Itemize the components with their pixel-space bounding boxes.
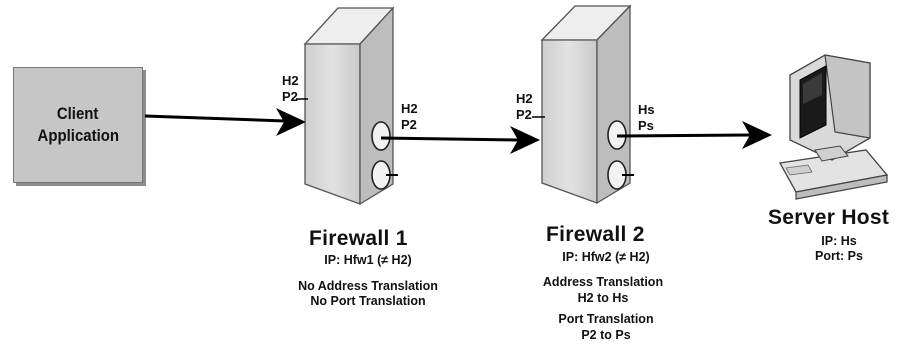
arrowhead-3 [742,121,772,149]
firewall-2-out-port: Ps [638,118,654,133]
firewall-1-out-port: P2 [401,117,417,132]
arrow-client-to-firewall-1 [144,114,286,123]
arrowhead-2 [510,126,540,154]
connection-arrows [144,98,772,154]
firewall-2-tower [540,4,634,205]
client-label-line2: Application [37,126,119,145]
firewall-2-ip: IP: Hfw2 (≠ H2) [562,250,650,264]
client-application-box: Client Application [13,67,143,183]
firewall-2-title: Firewall 2 [546,223,645,246]
firewall-2-out-host: Hs [638,102,655,117]
firewall-2-in-host: H2 [516,91,533,106]
firewall-2-note-1: Address Translation [542,275,664,289]
firewall-2-in-port: P2 [516,107,532,122]
firewall-1-tower [303,6,398,206]
firewall-1-title: Firewall 1 [309,227,408,250]
server-title: Server Host [768,206,890,229]
firewall-1-in-host: H2 [282,73,299,88]
firewall-2-note-4: P2 to Ps [581,328,631,342]
firewall-2-note-2: H2 to Hs [577,291,629,305]
firewall-1-ip: IP: Hfw1 (≠ H2) [324,253,412,267]
server-ip: IP: Hs [821,234,857,248]
firewall-1-note-port: No Port Translation [310,294,426,308]
arrowhead-1 [276,108,306,136]
arrow-firewall-1-to-firewall-2 [380,136,519,142]
arrow-firewall-2-to-server [616,133,751,138]
server-port: Port: Ps [815,249,863,263]
firewall-1-note-address: No Address Translation [298,279,438,293]
firewall-2-note-3: Port Translation [558,312,654,326]
firewall-1-out-host: H2 [401,101,418,116]
client-label-line1: Client [57,104,99,123]
firewall-1-port-top [371,121,391,151]
firewall-1-in-port: P2 [282,89,298,104]
server-computer-icon [778,54,889,200]
